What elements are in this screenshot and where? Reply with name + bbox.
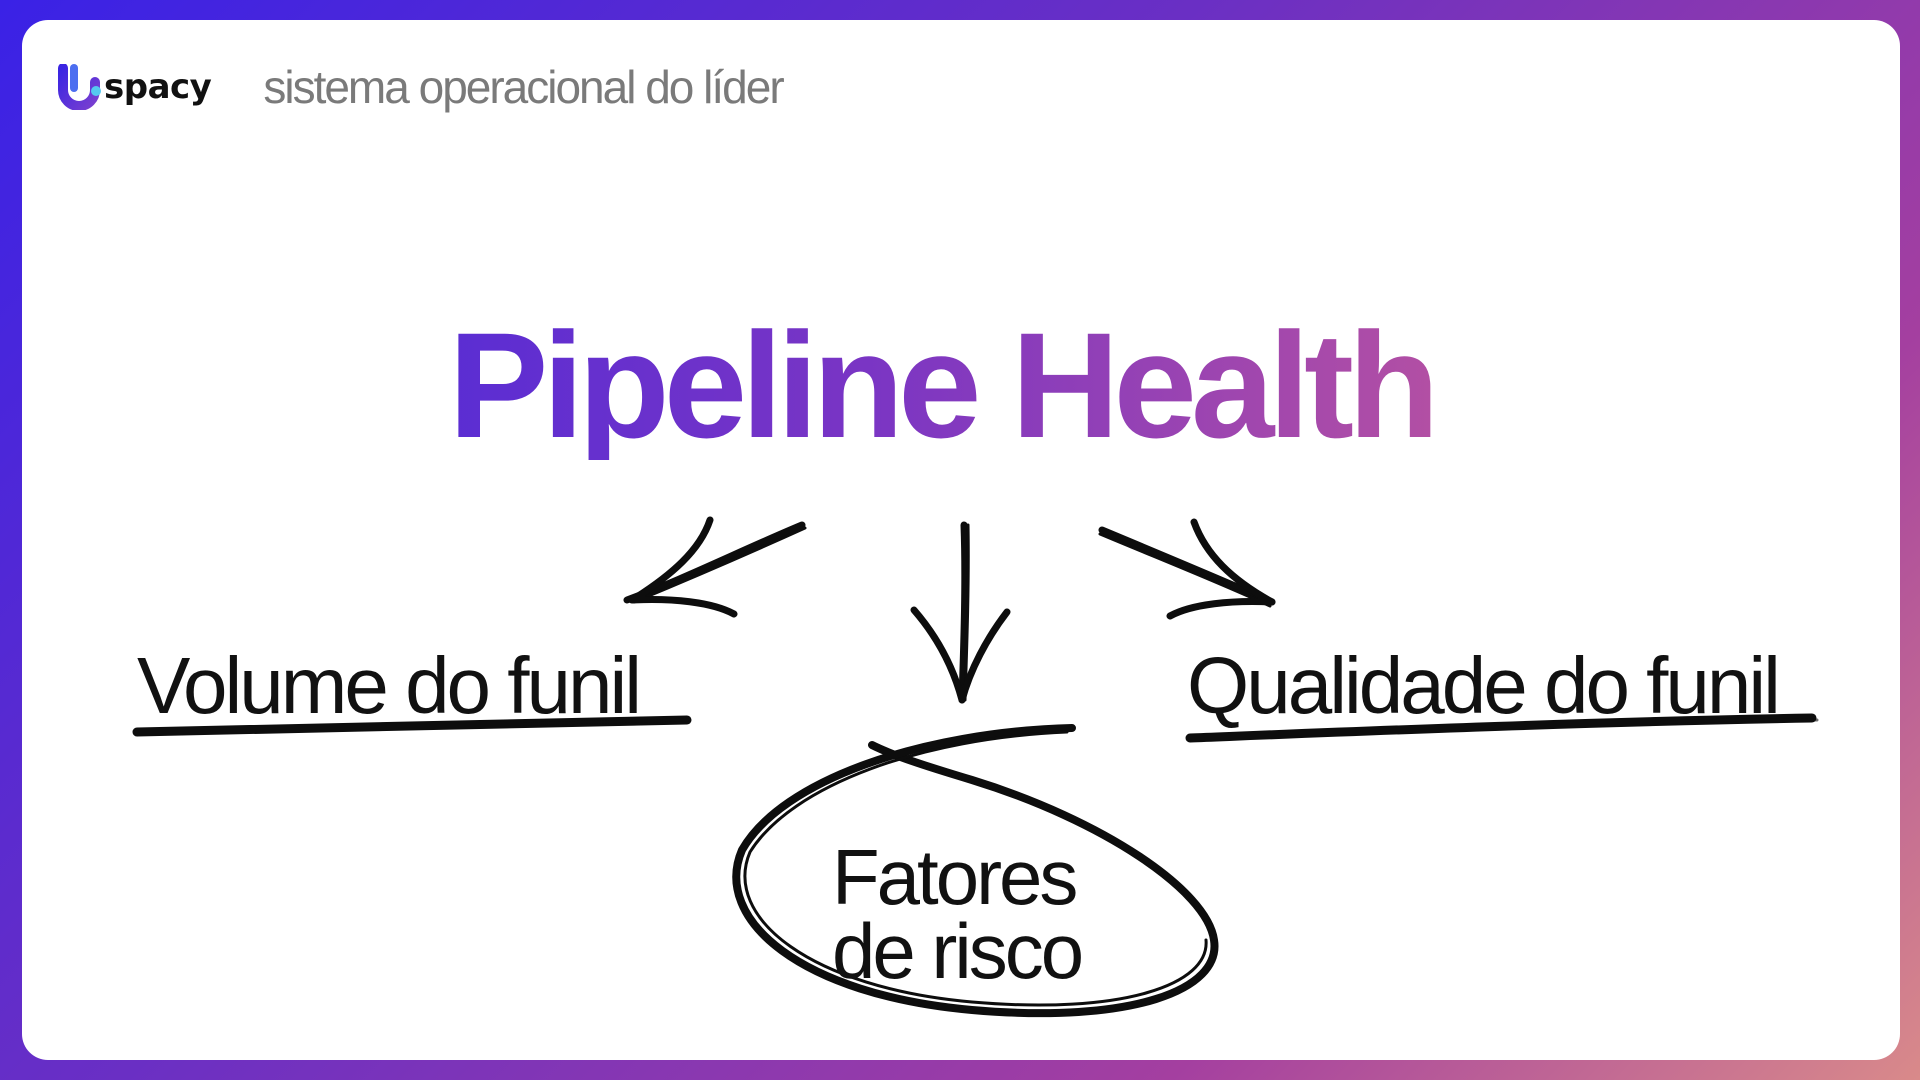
branch-volume: Volume do funil: [137, 641, 642, 730]
branch-risk-line1: Fatores: [832, 833, 1078, 921]
page-title: Pipeline Health: [22, 310, 1900, 460]
arrow-down-icon: [910, 521, 1011, 704]
tagline: sistema operacional do líder: [263, 61, 784, 113]
u-logo-icon: [58, 64, 101, 110]
branch-risk-line2: de risco: [832, 907, 1084, 996]
header: spacy sistema operacional do líder: [58, 60, 785, 114]
branch-risk: Fatores de risco: [832, 833, 1084, 996]
brush-strokes: [132, 516, 1819, 1018]
arrow-left-icon: [623, 516, 807, 618]
logo: spacy: [58, 64, 212, 110]
arrow-right-icon: [1098, 518, 1276, 620]
branch-quality: Qualidade do funil: [1187, 641, 1781, 730]
logo-text: spacy: [104, 67, 212, 107]
slide-card: spacy sistema operacional do líder Pipel…: [22, 20, 1900, 1060]
circle-stroke: [732, 724, 1219, 1018]
